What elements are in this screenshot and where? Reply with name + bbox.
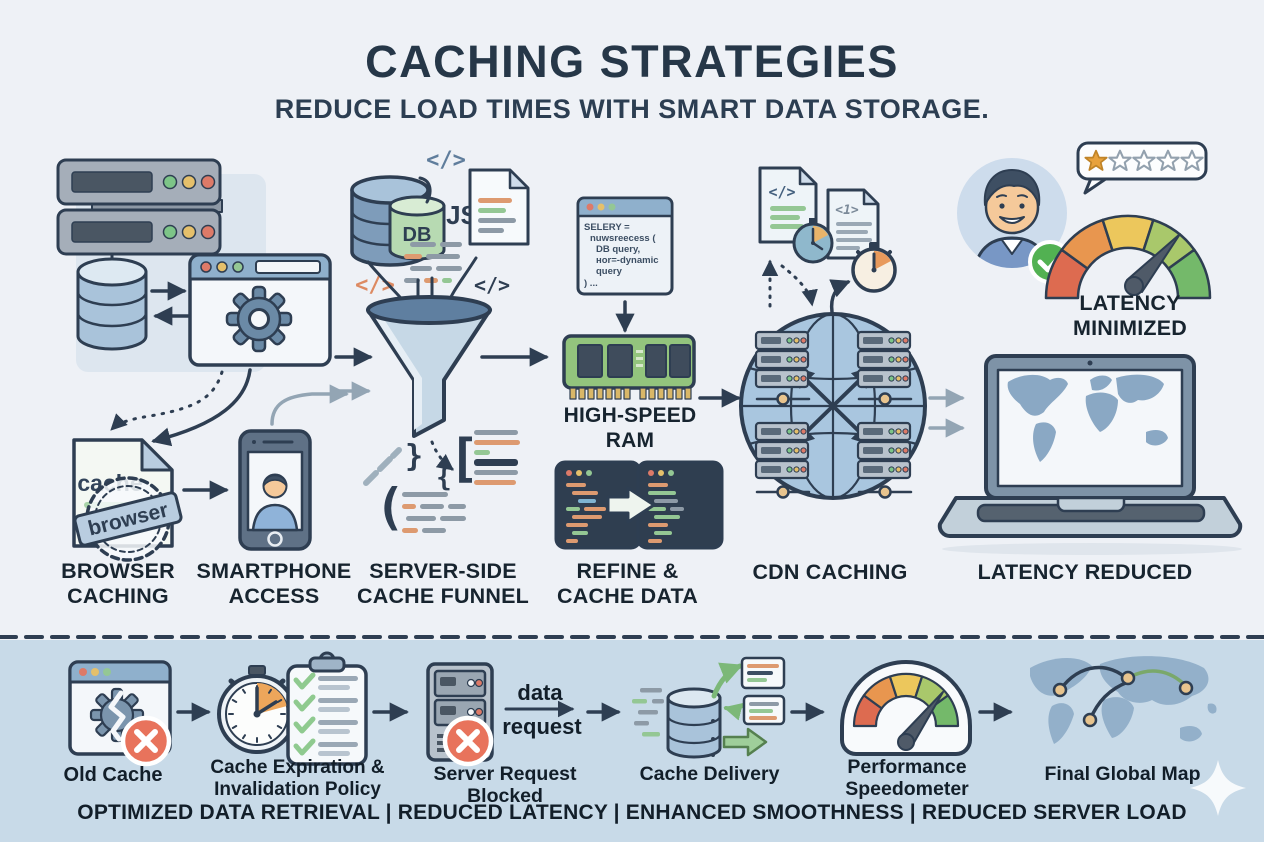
- smartphone-icon: [238, 429, 312, 551]
- svg-text:}: }: [405, 439, 423, 474]
- data-request-word1: data: [517, 680, 563, 705]
- error-badge-icon: [123, 718, 169, 764]
- code-tag-icon: </>: [426, 148, 466, 173]
- label-server-blocked: Server Request Blocked: [433, 763, 577, 808]
- footer-benefits: OPTIMIZED DATA RETRIEVAL | REDUCED LATEN…: [77, 801, 1187, 824]
- svg-text:nuwsreecess (: nuwsreecess (: [590, 233, 656, 244]
- avatar: [251, 473, 299, 532]
- browser-stamp: browser: [73, 476, 183, 562]
- checklist-icon: [286, 651, 368, 766]
- cdn-doc-code-icon: </>: [758, 166, 818, 244]
- svg-text:) ...: ) ...: [584, 278, 598, 289]
- edge-server-cluster: [754, 330, 913, 499]
- data-request-word2: request: [502, 714, 582, 739]
- db-badge: DB: [403, 224, 432, 246]
- svg-text:SELERY =: SELERY =: [584, 222, 630, 233]
- db-green-cylinder-icon: DB: [388, 195, 446, 261]
- old-cache-icon: [68, 660, 170, 764]
- label-expiration: Cache Expiration & Invalidation Policy: [210, 757, 385, 800]
- gear-icon: [225, 285, 293, 353]
- user-avatar-icon: [957, 158, 1067, 268]
- browser-window-icon: [188, 253, 332, 367]
- code-lines-block: [404, 242, 462, 283]
- stopwatch-icon: [851, 242, 897, 293]
- label-performance-speedometer: Performance Speedometer: [845, 756, 969, 801]
- exchange-arrows-icon: [150, 281, 190, 326]
- svg-text:[: [: [448, 429, 479, 489]
- svg-text:<1>: <1>: [835, 203, 859, 218]
- error-badge-icon: [445, 718, 491, 764]
- dashed-arrow: [110, 370, 224, 431]
- code-tag-dark-icon: </>: [474, 273, 510, 297]
- svg-text:{: {: [436, 463, 452, 493]
- label-cache-delivery: Cache Delivery: [639, 763, 780, 785]
- svg-text:query: query: [596, 266, 623, 277]
- label-browser-caching: BROWSER CACHING: [61, 559, 175, 609]
- performance-speedometer-icon: [840, 660, 972, 756]
- svg-text:</>: </>: [768, 183, 795, 201]
- latency-gauge-icon: [1044, 214, 1212, 300]
- world-map-icon: [1007, 374, 1168, 462]
- expiration-stopwatch-icon: [217, 665, 297, 754]
- label-old-cache: Old Cache: [63, 764, 163, 786]
- cache-file-icon: cache browser: [72, 438, 183, 562]
- code-snippet-window: SELERY = nuwsreecess ( DB query, нor=-dy…: [576, 196, 674, 296]
- svg-text:нor=-dynamic: нor=-dynamic: [596, 255, 659, 266]
- label-smartphone-access: SMARTPHONE ACCESS: [196, 559, 352, 609]
- page-title: CACHING STRATEGIES: [365, 36, 899, 87]
- label-high-speed-ram: HIGH-SPEED RAM: [563, 404, 697, 452]
- sparkle-icon: [1190, 760, 1246, 816]
- document-icon: [468, 168, 530, 246]
- code-scatter: } { [ (: [363, 429, 520, 536]
- rating-bubble: [1076, 141, 1208, 195]
- label-refine-cache: REFINE & CACHE DATA: [557, 559, 698, 609]
- blocked-server-icon: [426, 662, 492, 764]
- page-subtitle: REDUCE LOAD TIMES WITH SMART DATA STORAG…: [274, 94, 990, 124]
- dashed-arrow: [780, 264, 818, 307]
- database-icon: [76, 257, 148, 351]
- label-latency-reduced: LATENCY REDUCED: [977, 560, 1193, 584]
- label-final-global-map: Final Global Map: [1044, 763, 1201, 785]
- timer-icon: [792, 218, 834, 264]
- laptop-icon: [937, 354, 1243, 555]
- global-map-icon: [1030, 656, 1217, 744]
- cdn-doc-one-icon: <1>: [826, 188, 880, 260]
- curved-arrow: [270, 384, 349, 426]
- label-cdn-caching: CDN CACHING: [752, 560, 908, 584]
- cache-delivery-icon: [632, 656, 786, 759]
- dashed-arrow: [430, 440, 454, 471]
- cdn-globe-icon: [739, 312, 927, 500]
- block-arrow-icon: [606, 486, 656, 524]
- svg-text:(: (: [375, 478, 405, 536]
- code-editor-before-icon: [554, 460, 642, 550]
- curve-stroke: [418, 176, 432, 204]
- label-server-funnel: SERVER-SIDE CACHE FUNNEL: [356, 559, 529, 609]
- curved-arrow: [151, 368, 252, 447]
- svg-text:DB query,: DB query,: [596, 244, 640, 255]
- funnel-icon: [366, 295, 492, 438]
- label-latency-minimized: LATENCY MINIMIZED: [1072, 291, 1188, 341]
- ram-icon: [562, 334, 696, 400]
- curved-arrow: [829, 279, 851, 314]
